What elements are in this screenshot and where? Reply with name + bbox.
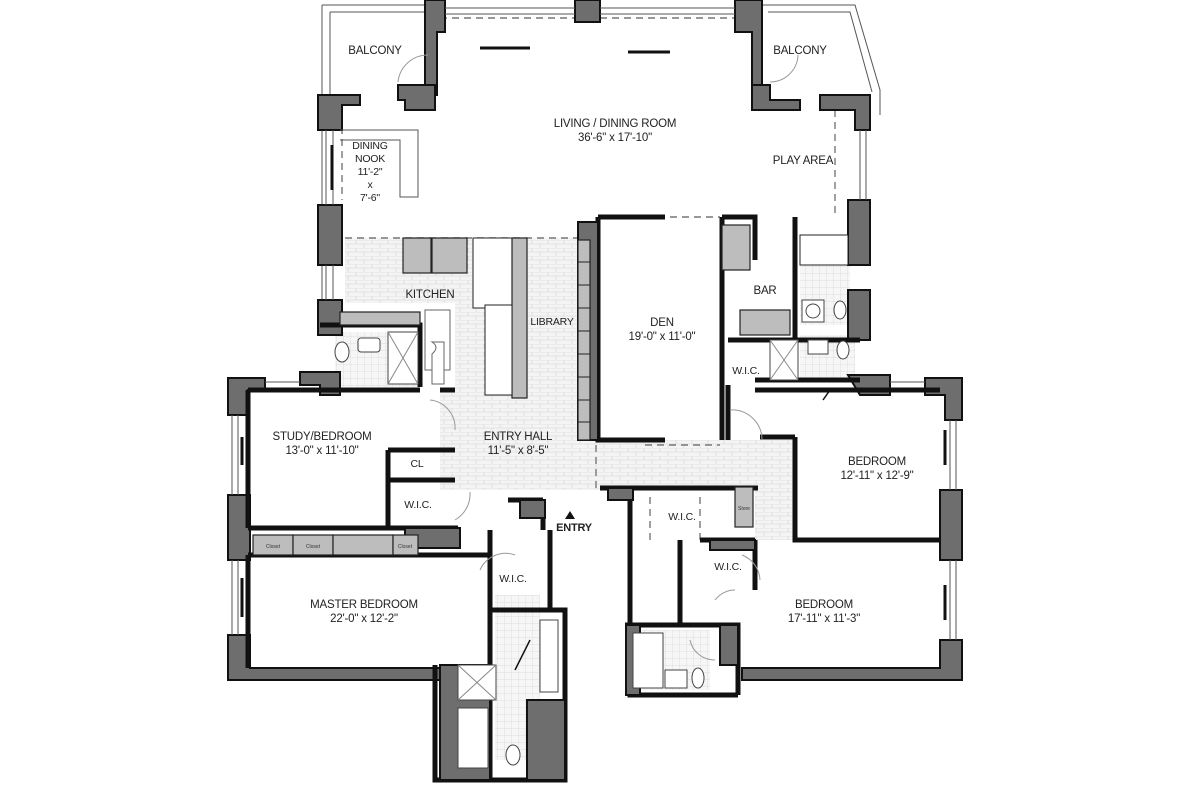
entry-arrow-icon [565,511,575,519]
room-label-wic-center: W.I.C. [668,511,696,523]
sink-icon [664,669,688,689]
room-label-kitchen: KITCHEN [405,289,455,301]
sink-icon [357,337,381,353]
windows [231,7,957,640]
closet-tag: Closet [306,544,321,550]
room-label-wic-se: W.I.C. [714,561,742,573]
library-shelves [577,239,591,441]
room-label-wic-study: W.I.C. [404,499,432,511]
closet-tag: Closet [266,544,281,550]
balconies [321,4,881,330]
kitchen-cabinetry [339,237,528,399]
toilet-icon [833,300,847,320]
bathtub-icon [457,707,489,769]
dining-nook-partition [340,129,419,198]
toilet-icon [505,744,521,766]
room-label-library: LIBRARY [530,316,574,328]
master-closets: Closet Closet Closet Store [252,486,754,556]
room-label-play-area: PLAY AREA [772,155,834,167]
sink-icon [807,339,829,355]
room-label-wic-master: W.I.C. [499,573,527,585]
bath-fixtures [334,299,850,769]
closet-tag: Closet [398,544,413,550]
bar-cabinetry [721,224,849,336]
room-label-balcony-right: BALCONY [773,45,827,57]
room-label-bar: BAR [753,285,777,297]
store-tag: Store [738,506,750,512]
toilet-icon [691,667,705,689]
room-label-balcony-left: BALCONY [348,45,402,57]
room-label-wic-den: W.I.C. [732,365,760,377]
bathtub-icon [632,632,664,689]
floor-tiles [335,238,855,760]
door-swings [397,54,831,671]
toilet-icon [334,341,350,363]
room-label-entry: ENTRY [556,522,592,534]
toilet-icon [836,340,850,360]
room-label-closet: CL [410,458,424,470]
